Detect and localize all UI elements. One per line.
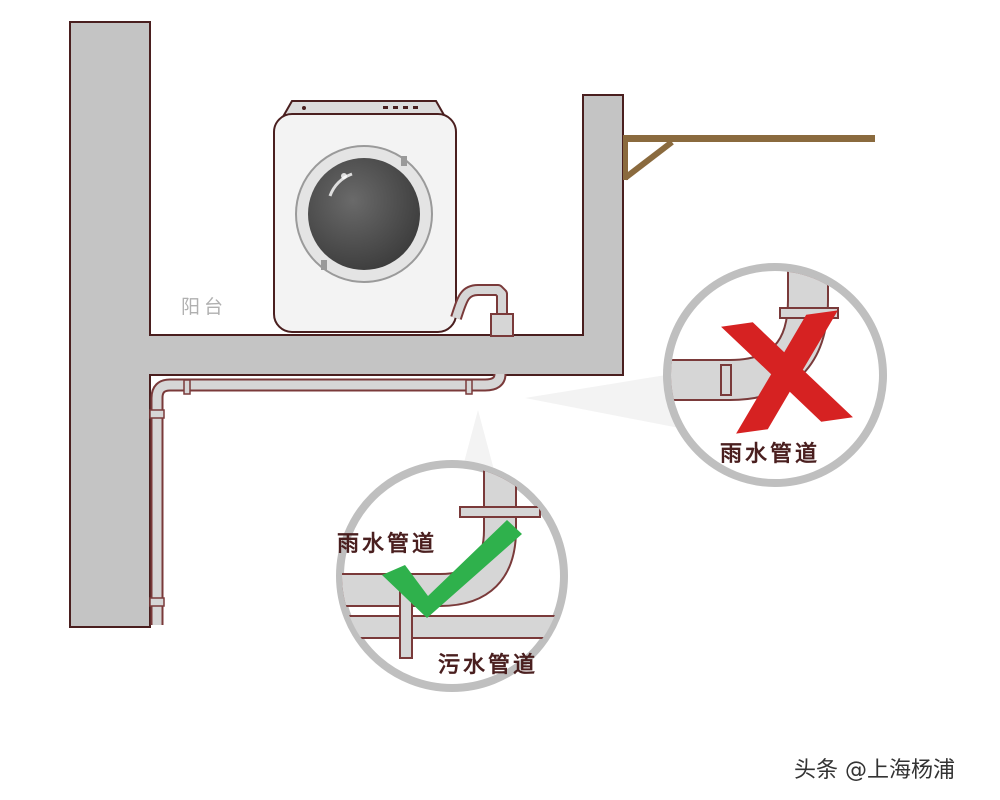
red-cross-icon (721, 310, 853, 434)
drain-pipe (149, 373, 507, 625)
green-check-icon (382, 520, 522, 618)
watermark: 头条 @上海杨浦 (794, 758, 955, 783)
magnifier-wrong (525, 263, 887, 487)
balcony-label: 阳台 (181, 296, 228, 318)
drain-hose (450, 284, 514, 337)
rain-pipe-label-correct: 雨水管道 (337, 532, 438, 557)
washing-machine-icon (273, 100, 457, 333)
rain-pipe-label-wrong: 雨水管道 (720, 442, 821, 467)
wall-shelf (623, 135, 875, 181)
magnifier-correct (336, 410, 568, 692)
sewage-pipe-label: 污水管道 (438, 653, 539, 678)
building-wall (69, 21, 624, 628)
